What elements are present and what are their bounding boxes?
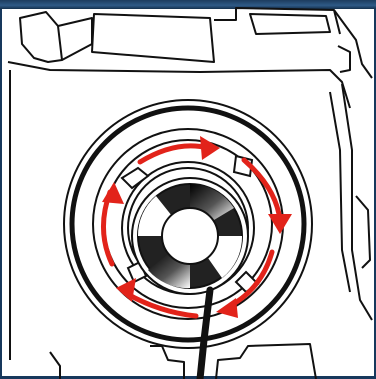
- arrowhead-left-icon: [102, 182, 124, 204]
- bulb-base: [132, 178, 248, 294]
- power-wire: [200, 290, 210, 379]
- arrow-left-icon: [103, 192, 112, 264]
- arrowhead-top-icon: [200, 136, 220, 160]
